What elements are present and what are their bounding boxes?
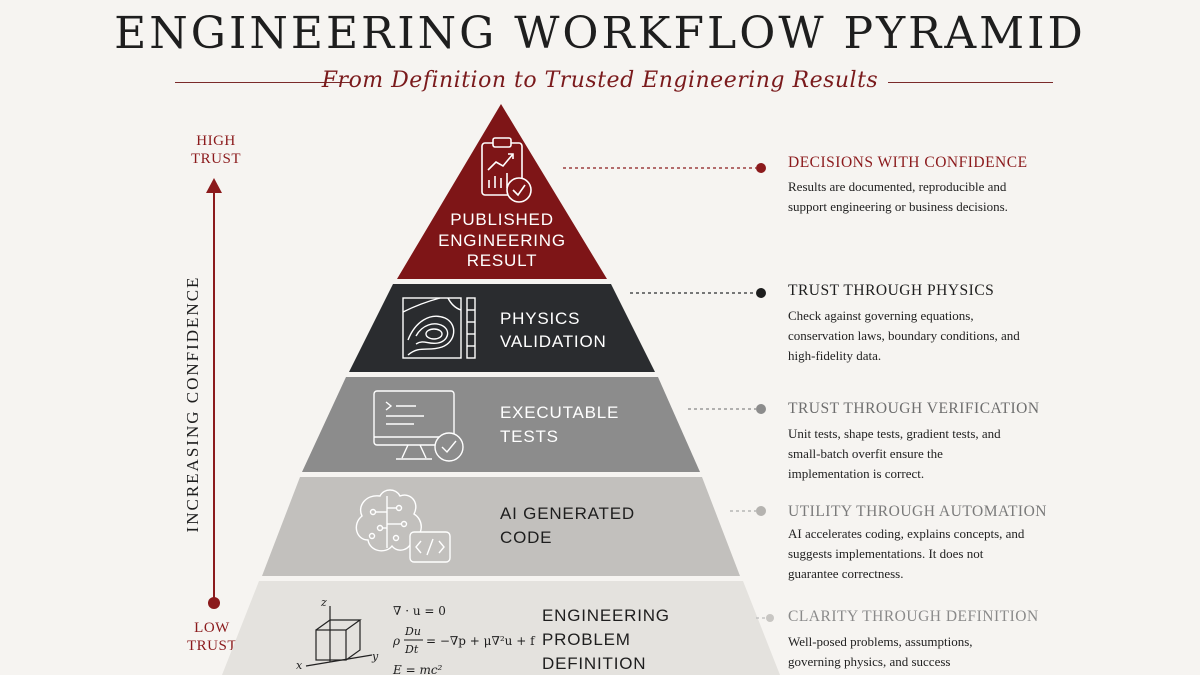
connector-dot-4 [756,506,766,516]
tier-3-description: Unit tests, shape tests, gradient tests,… [788,426,1001,481]
tier-physics-validation [349,284,655,372]
tier-problem-definition [222,581,780,675]
axis-x-label: x [296,659,303,672]
title-rule-left [175,82,350,83]
tier-4-heading: UTILITY THROUGH AUTOMATION [788,503,1047,520]
equation-continuity: ∇ · u = 0 [393,604,446,618]
trust-axis-dot [208,597,220,609]
title-rule-right [888,82,1053,83]
tier-1-label: PUBLISHED ENGINEERING RESULT [438,210,566,270]
page-title: ENGINEERING WORKFLOW PYRAMID [114,8,1086,59]
equation-energy: E = mc² [392,663,443,675]
tier-2-heading: TRUST THROUGH PHYSICS [788,282,995,299]
trust-axis-arrowhead [206,178,222,193]
page-subtitle: From Definition to Trusted Engineering R… [321,68,879,93]
tier-3-label: EXECUTABLE TESTS [500,403,620,446]
connector-dot-5 [766,614,774,622]
contour-map-icon [402,297,476,359]
connector-dot-3 [756,404,766,414]
clipboard-chart-icon [481,137,532,203]
monitor-check-icon [373,390,464,462]
tier-2-description: Check against governing equations, conse… [788,308,1020,363]
tier-1-heading: DECISIONS WITH CONFIDENCE [788,154,1028,171]
tier-5-heading: CLARITY THROUGH DEFINITION [788,608,1039,625]
tier-4-description: AI accelerates coding, explains concepts… [788,526,1025,581]
tier-3-heading: TRUST THROUGH VERIFICATION [788,400,1040,417]
cube-axes-icon [305,606,373,667]
tier-1-description: Results are documented, reproducible and… [788,179,1008,214]
connector-dot-2 [756,288,766,298]
brain-code-icon [355,489,451,563]
equation-momentum-rho: ρ [392,634,400,648]
axis-y-label: y [371,650,379,663]
tier-5-description: Well-posed problems, assumptions, govern… [788,634,973,669]
equation-momentum-rhs: = −∇p + μ∇²u + f [426,634,536,648]
tier-2-label: PHYSICS VALIDATION [500,309,607,351]
tier-executable-tests [302,377,700,472]
equation-momentum-den: Dt [404,643,419,656]
connector-dot-1 [756,163,766,173]
tier-5-label: ENGINEERING PROBLEM DEFINITION [542,606,670,673]
axis-z-label: z [320,596,327,609]
equation-momentum-num: Du [404,625,421,638]
tier-published-result [397,104,607,279]
tier-4-label: AI GENERATED CODE [500,504,635,547]
